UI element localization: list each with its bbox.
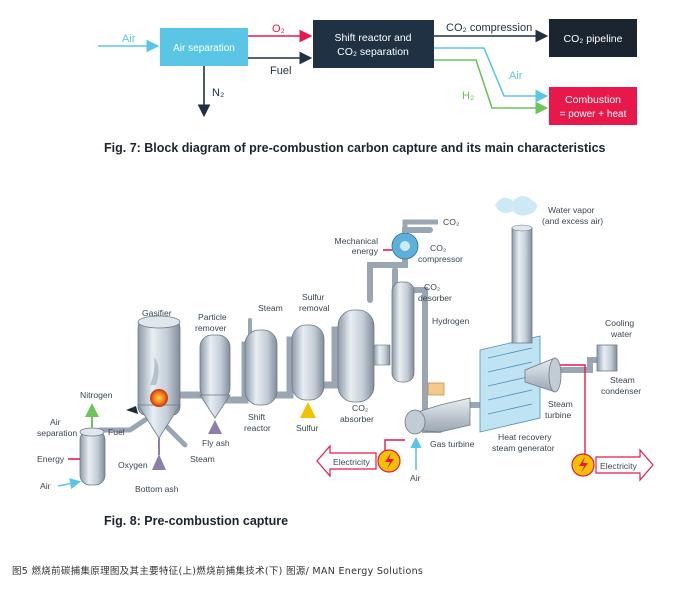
air-to-combustion-label: Air xyxy=(509,70,523,82)
air-separation-label: Air separation xyxy=(173,43,235,54)
label-hydrogen: Hydrogen xyxy=(432,316,469,326)
label-sulfur: Sulfur xyxy=(296,423,319,433)
shift-reactor-box xyxy=(313,20,434,68)
h2-label: H₂ xyxy=(462,90,474,102)
co2-compressor xyxy=(391,232,419,260)
label-air-bottom: Air xyxy=(40,481,51,491)
label-oxygen: Oxygen xyxy=(118,460,148,470)
sulfur-removal-vessel xyxy=(291,324,325,401)
label-mechanical-energy-2: energy xyxy=(352,246,379,256)
label-air-turbine: Air xyxy=(410,473,421,483)
co2-desorber-vessel xyxy=(373,281,415,383)
label-co2-compressor-2: compressor xyxy=(418,254,463,264)
label-co2-desorber-1: CO₂ xyxy=(424,282,440,292)
combustion-box xyxy=(549,87,637,125)
electricity-left-arrow xyxy=(316,444,377,478)
label-gasifier: Gasifier xyxy=(142,308,172,318)
label-fuel: Fuel xyxy=(108,427,125,437)
label-co2-absorber-1: CO₂ xyxy=(352,403,368,413)
label-steam-top: Steam xyxy=(258,303,283,313)
label-electricity-left: Electricity xyxy=(333,457,370,467)
label-water-vapor-1: Water vapor xyxy=(548,205,595,215)
n2-label: N₂ xyxy=(212,87,224,99)
label-co2-absorber-2: absorber xyxy=(340,414,374,424)
generator-left xyxy=(377,449,401,473)
air-to-combustion-arrow xyxy=(434,47,549,103)
exhaust-stack xyxy=(495,196,537,344)
particle-remover xyxy=(199,334,231,419)
steam-turbine xyxy=(524,357,562,393)
electricity-right-arrow xyxy=(595,448,654,482)
label-fly-ash: Fly ash xyxy=(202,438,230,448)
label-cooling-water-1: Cooling xyxy=(605,318,634,328)
fig8-title: Fig. 8: Pre-combustion capture xyxy=(104,514,289,528)
figure-caption: 图5 燃烧前碳捕集原理图及其主要特征(上)燃烧前捕集技术(下) 图源/ MAN … xyxy=(12,566,424,577)
fly-ash-pile xyxy=(208,420,222,434)
fuel-feed-icon xyxy=(126,406,138,414)
shift-reactor-label-line2: CO₂ separation xyxy=(337,46,409,58)
label-co2-top: CO₂ xyxy=(443,217,459,227)
label-particle-remover-1: Particle xyxy=(198,312,227,322)
label-air-separation-2: separation xyxy=(37,428,77,438)
steam-condenser xyxy=(596,344,618,372)
co2-pipeline-label: CO₂ pipeline xyxy=(564,33,623,45)
combustion-label-line1: Combustion xyxy=(565,94,621,106)
fig7-title: Fig. 7: Block diagram of pre-combustion … xyxy=(104,141,606,155)
label-hrsg-2: steam generator xyxy=(492,443,555,453)
fuel-label: Fuel xyxy=(270,65,291,77)
shift-reactor-vessel xyxy=(244,329,278,406)
label-mechanical-energy-1: Mechanical xyxy=(335,236,379,246)
generator-right xyxy=(571,453,595,477)
air-separation-box xyxy=(160,28,248,66)
bottom-ash-pile xyxy=(152,454,166,470)
combustion-label-line2: = power + heat xyxy=(560,109,627,120)
label-hrsg-1: Heat recovery xyxy=(498,432,552,442)
shift-reactor-label-line1: Shift reactor and xyxy=(334,32,411,44)
o2-label: O₂ xyxy=(272,23,285,35)
label-water-vapor-2: (and excess air) xyxy=(542,216,603,226)
label-steam-turbine-1: Steam xyxy=(548,399,573,409)
label-steam-bottom: Steam xyxy=(190,454,215,464)
label-steam-turbine-2: turbine xyxy=(545,410,571,420)
fig8-labels: CO₂ Mechanical energy CO₂ compressor CO₂… xyxy=(37,205,641,494)
label-sulfur-removal-2: removal xyxy=(299,303,330,313)
fig7-block-diagram: Air Air separation O₂ Fuel N₂ Shift reac… xyxy=(98,19,637,125)
co2-compression-label: CO₂ compression xyxy=(446,22,532,34)
sulfur-pile xyxy=(300,402,316,418)
label-gas-turbine: Gas turbine xyxy=(430,439,475,449)
air-separation-unit xyxy=(79,427,106,486)
gas-turbine xyxy=(404,397,471,435)
label-sulfur-removal-1: Sulfur xyxy=(302,292,325,302)
label-cooling-water-2: water xyxy=(610,329,632,339)
label-nitrogen: Nitrogen xyxy=(80,390,113,400)
label-co2-desorber-2: desorber xyxy=(418,293,452,303)
co2-outlet-pipe xyxy=(402,219,438,233)
label-steam-condenser-2: condenser xyxy=(601,386,641,396)
power-line-right xyxy=(560,364,586,455)
label-shift-reactor-2: reactor xyxy=(244,423,271,433)
co2-absorber-vessel xyxy=(337,309,375,403)
label-energy: Energy xyxy=(37,454,65,464)
label-steam-condenser-1: Steam xyxy=(610,375,635,385)
fig8-process-illustration: CO₂ Mechanical energy CO₂ compressor CO₂… xyxy=(37,196,654,494)
co2-pipeline-box xyxy=(549,19,637,57)
label-particle-remover-2: remover xyxy=(195,323,227,333)
label-bottom-ash: Bottom ash xyxy=(135,484,179,494)
air-in-label: Air xyxy=(122,33,136,45)
label-air-separation-1: Air xyxy=(50,417,61,427)
hydrogen-valve xyxy=(427,382,445,396)
label-shift-reactor-1: Shift xyxy=(248,412,266,422)
gasifier xyxy=(137,315,181,439)
label-co2-compressor-1: CO₂ xyxy=(430,243,446,253)
air-in-bottom-arrow xyxy=(57,478,82,490)
label-electricity-right: Electricity xyxy=(600,461,637,471)
h2-arrow xyxy=(434,59,549,115)
